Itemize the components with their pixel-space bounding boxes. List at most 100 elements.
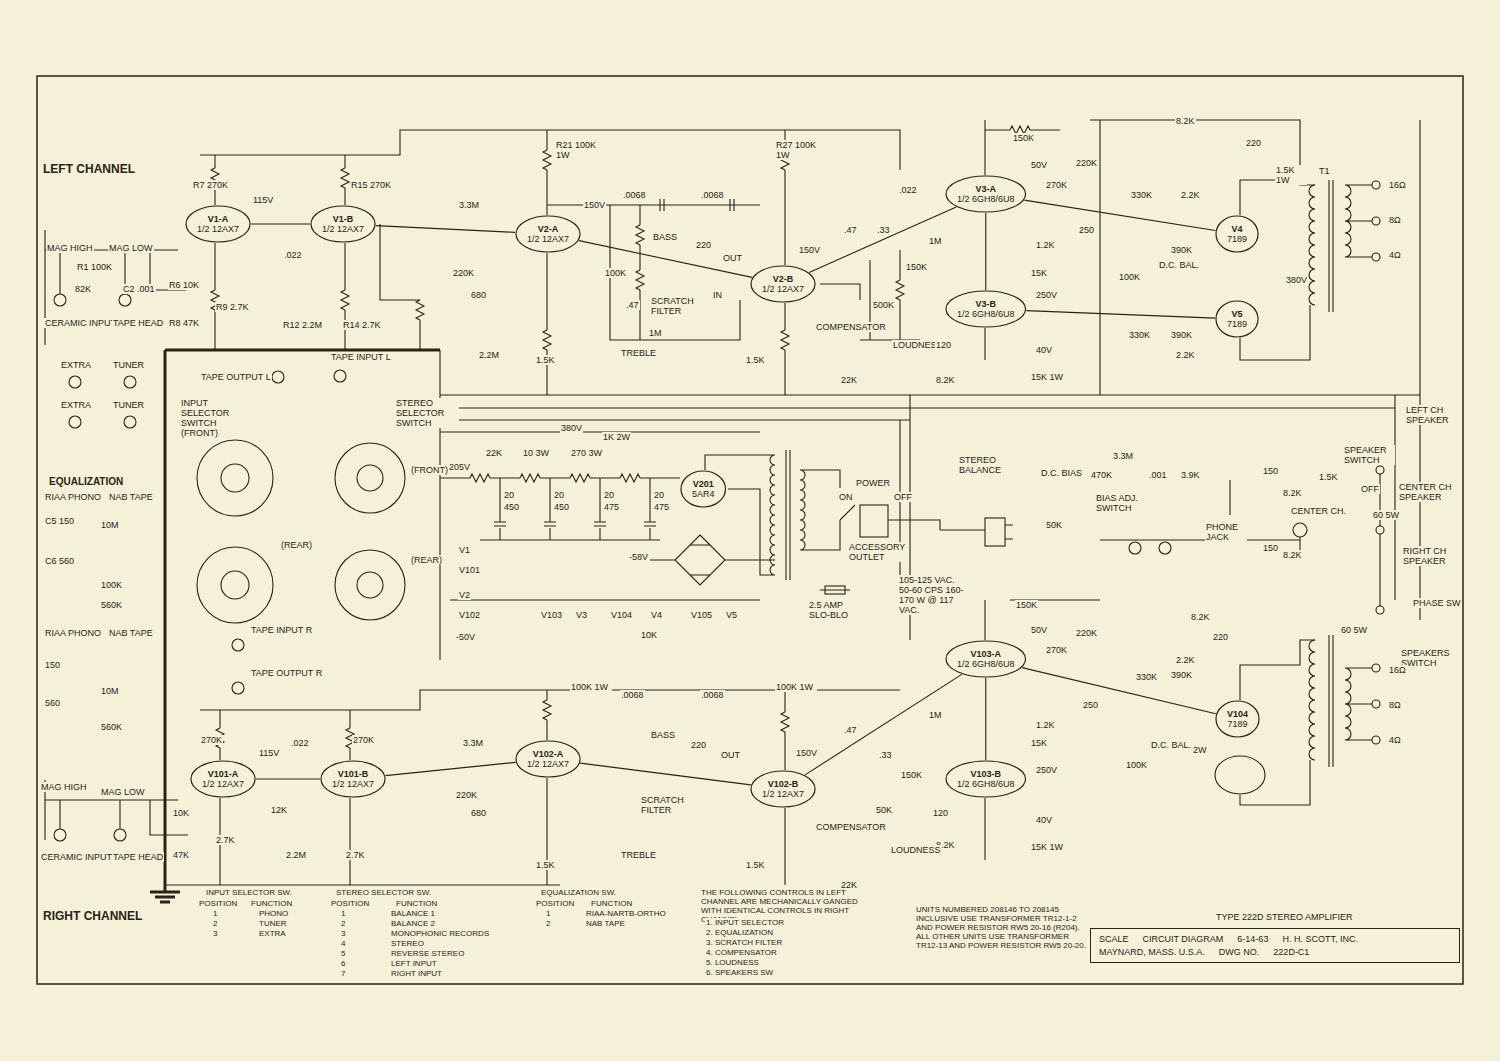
schematic-label: 500K (872, 300, 895, 310)
vacuum-tube: V3-A1/2 6GH8/6U8 (945, 175, 1027, 213)
schematic-label: LOUDNESS (890, 845, 942, 855)
tube-outline (946, 291, 1026, 327)
schematic-label: 250V (1035, 290, 1058, 300)
schematic-label: 2.2M (285, 850, 307, 860)
schematic-label: V104 (610, 610, 633, 620)
tube-outline (311, 206, 375, 242)
schematic-label: 150 (44, 660, 61, 670)
schematic-label: 82K (74, 284, 92, 294)
schematic-label: LEFT CHANNEL (42, 163, 136, 176)
schematic-label: 475 (603, 502, 620, 512)
schematic-label: 15K (1030, 738, 1048, 748)
schematic-label: TAPE OUTPUT L (200, 372, 272, 382)
schematic-label: 10M (100, 686, 120, 696)
schematic-label: .47 (843, 225, 858, 235)
schematic-label: OUT (722, 253, 743, 263)
input-wires (45, 230, 186, 345)
schematic-label: RIAA PHONO (44, 628, 102, 638)
switch-wafer (197, 440, 273, 516)
schematic-label: EXTRA (60, 400, 92, 410)
schematic-label: 220 (695, 240, 712, 250)
output-transformer (1309, 635, 1372, 767)
tube-label: 1/2 12AX7 (762, 284, 804, 294)
schematic-label: .47 (843, 725, 858, 735)
schematic-label: 270K (352, 735, 375, 745)
tube-outline (1216, 701, 1259, 737)
switch-wafer (335, 550, 405, 620)
schematic-label: C5 150 (44, 516, 75, 526)
schematic-label: V2 (458, 590, 471, 600)
tube-label: 1/2 12AX7 (197, 224, 239, 234)
schematic-label: R15 270K (350, 180, 392, 190)
schematic-label: 3.3M (458, 200, 480, 210)
schematic-label: C6 560 (44, 556, 75, 566)
tube-label: 7189 (1227, 319, 1247, 329)
tube-label: 1/2 12AX7 (762, 789, 804, 799)
bridge-rectifier (650, 535, 775, 585)
tube-label: 1/2 12AX7 (322, 224, 364, 234)
signal-wire (985, 678, 986, 760)
tube-outline (751, 266, 815, 302)
schematic-label: OUT (720, 750, 741, 760)
schematic-label: COMPENSATOR (815, 822, 887, 832)
schematic-label: 220 (1245, 138, 1262, 148)
schematic-label: 3 (340, 929, 346, 938)
schematic-label: SPEAKERS SWITCH (1400, 648, 1457, 668)
schematic-label: TREBLE (620, 348, 657, 358)
tube-label: 1/2 6GH8/6U8 (957, 194, 1015, 204)
schematic-label: FUNCTION (250, 899, 293, 908)
schematic-label: R9 2.7K (215, 302, 250, 312)
schematic-label: MAG LOW (100, 787, 146, 797)
schematic-label: FUNCTION (395, 899, 438, 908)
tube-label: V3-B (957, 299, 1015, 309)
schematic-label: .47 (625, 300, 640, 310)
signal-wire (809, 207, 956, 272)
schematic-label: R7 270K (192, 180, 229, 190)
schematic-label: RIAA-NARTB-ORTHO (585, 909, 667, 918)
schematic-label: PHONO (258, 909, 289, 918)
schematic-label: CENTER CH SPEAKER (1398, 482, 1460, 502)
tube-label: 1/2 6GH8/6U8 (957, 309, 1015, 319)
schematic-label: 6. SPEAKERS SW (705, 968, 774, 977)
schematic-label: (REAR) (280, 540, 313, 550)
schematic-label: -58V (628, 552, 649, 562)
schematic-label: MAG HIGH (46, 243, 94, 253)
schematic-label: 270K (1045, 645, 1068, 655)
schematic-label: .022 (283, 250, 303, 260)
tube-label: V5 (1227, 309, 1247, 319)
tube-outline (1216, 301, 1258, 337)
schematic-label: 1.5K (745, 355, 766, 365)
schematic-label: 8Ω (1388, 215, 1402, 225)
schematic-label: V103 (540, 610, 563, 620)
schematic-label: V105 (690, 610, 713, 620)
schematic-label: 5 (340, 949, 346, 958)
schematic-label: POSITION (198, 899, 238, 908)
schematic-label: R27 100K 1W (775, 140, 823, 160)
accessory-outlet (860, 505, 888, 537)
schematic-label: 5. LOUDNESS (705, 958, 760, 967)
schematic-label: 2.2K (1180, 190, 1201, 200)
signal-wire (580, 763, 751, 785)
schematic-label: 220 (1212, 632, 1229, 642)
schematic-label: 220K (455, 790, 478, 800)
schematic-label: V3 (575, 610, 588, 620)
tube-label: V201 (692, 479, 715, 489)
schematic-label: 2.2K (1175, 655, 1196, 665)
schematic-label: 560K (100, 600, 123, 610)
schematic-label: -50V (455, 632, 476, 642)
schematic-label: 8Ω (1388, 700, 1402, 710)
schematic-label: TAPE HEAD (112, 318, 164, 328)
schematic-label: (FRONT) (410, 465, 449, 475)
schematic-label: TUNER (258, 919, 288, 928)
schematic-label: 1.2K (1035, 240, 1056, 250)
schematic-label: 10K (172, 808, 190, 818)
schematic-label: 15K (1030, 268, 1048, 278)
schematic-label: T1 (1318, 166, 1331, 176)
schematic-label: 1.5K (535, 860, 556, 870)
tube-label: 1/2 12AX7 (332, 779, 374, 789)
tube-label: V1-A (197, 214, 239, 224)
schematic-label: COMPENSATOR (815, 322, 887, 332)
title-block-text: SCALE (1099, 934, 1129, 944)
schematic-label: RIAA PHONO (44, 492, 102, 502)
tube-label: V102-B (762, 779, 804, 789)
